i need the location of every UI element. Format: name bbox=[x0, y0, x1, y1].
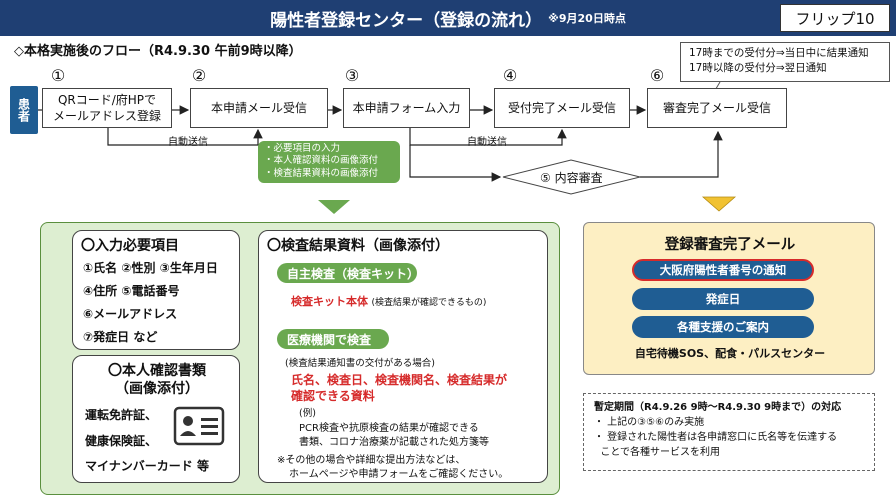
provisional-line-1: ・ 上記の③⑤⑥のみ実施 bbox=[594, 417, 705, 428]
other-line-2: ホームページや申請フォームをご確認ください。 bbox=[289, 469, 509, 480]
step-num-2: ② bbox=[191, 66, 207, 85]
provisional-note: 暫定期間（R4.9.26 9時～R4.9.30 9時まで）の対応 ・ 上記の③⑤… bbox=[583, 393, 875, 471]
review-label: ⑤ 内容審査 bbox=[540, 171, 603, 185]
self-test-note: (検査結果が確認できるもの) bbox=[371, 298, 487, 308]
step-num-1: ① bbox=[50, 66, 66, 85]
step-1-line-2: メールアドレス登録 bbox=[52, 109, 161, 123]
step-2-box: 本申請メール受信 bbox=[190, 88, 328, 128]
form-note-2: ・本人確認資料の画像添付 bbox=[264, 155, 379, 167]
auto-send-label-1: 自動送信 bbox=[168, 137, 208, 148]
example-label: (例) bbox=[299, 408, 316, 419]
provisional-line-2: ・ 登録された陽性者は各申請窓口に氏名等を伝達する bbox=[594, 432, 838, 443]
required-title: 〇入力必要項目 bbox=[81, 238, 179, 254]
patient-number-pill: 大阪府陽性者番号の通知 bbox=[632, 259, 814, 281]
completion-title: 登録審査完了メール bbox=[664, 237, 796, 253]
other-line-1: ※その他の場合や詳細な提出方法などは、 bbox=[277, 455, 466, 466]
step-num-6: ⑥ bbox=[649, 66, 665, 85]
identity-title-1: 〇本人確認書類 bbox=[108, 363, 206, 379]
title-bar: 陽性者登録センター（登録の流れ） ※9月20日時点 bbox=[0, 0, 896, 36]
clinic-test-label: 医療機関で検査 bbox=[277, 329, 389, 349]
step-3-box: 本申請フォーム入力 bbox=[343, 88, 470, 128]
required-item-1: ①氏名 ②性別 ③生年月日 bbox=[83, 261, 218, 275]
step-4-box: 受付完了メール受信 bbox=[494, 88, 630, 128]
completion-footer: 自宅待機SOS、配食・パルスセンター bbox=[634, 347, 826, 360]
id-card-icon bbox=[173, 406, 225, 446]
test-results-title: 〇検査結果資料（画像添付） bbox=[267, 238, 449, 254]
timing-line-1: 17時までの受付分⇒当日中に結果通知 bbox=[689, 47, 869, 59]
page-title: 陽性者登録センター（登録の流れ） bbox=[270, 10, 543, 31]
example-line-2: 書類、コロナ治療薬が記載された処方箋等 bbox=[299, 437, 489, 448]
self-test-label: 自主検査（検査キット） bbox=[277, 263, 419, 283]
clinic-red-2: 確認できる資料 bbox=[291, 389, 375, 403]
identity-item-3: マイナンバーカード 等 bbox=[85, 459, 209, 473]
flow-subtitle: ◇本格実施後のフロー（R4.9.30 午前9時以降） bbox=[14, 44, 302, 59]
required-item-3: ⑥メールアドレス bbox=[83, 307, 178, 321]
clinic-red-1: 氏名、検査日、検査機関名、検査結果が bbox=[291, 373, 508, 387]
form-note-3: ・検査結果資料の画像添付 bbox=[264, 167, 379, 179]
required-item-2: ④住所 ⑤電話番号 bbox=[83, 284, 180, 298]
identity-item-1: 運転免許証、 bbox=[85, 408, 158, 422]
step-6-box: 審査完了メール受信 bbox=[647, 88, 787, 128]
timing-line-2: 17時以降の受付分⇒翌日通知 bbox=[689, 61, 827, 74]
step-num-4: ④ bbox=[502, 66, 518, 85]
self-test-line: 検査キット本体 (検査結果が確認できるもの) bbox=[291, 293, 486, 309]
completion-panel: 登録審査完了メール 大阪府陽性者番号の通知 発症日 各種支援のご案内 自宅待機S… bbox=[583, 222, 875, 375]
patient-label: 患者 bbox=[10, 86, 38, 134]
clinic-note: (検査結果通知書の交付がある場合) bbox=[285, 358, 435, 369]
auto-send-label-2: 自動送信 bbox=[467, 137, 507, 148]
test-results-card: 〇検査結果資料（画像添付） 自主検査（検査キット） 検査キット本体 (検査結果が… bbox=[258, 230, 548, 483]
identity-item-2: 健康保険証、 bbox=[85, 434, 158, 448]
support-info-pill: 各種支援のご案内 bbox=[632, 316, 814, 338]
provisional-line-3: ことで各種サービスを利用 bbox=[594, 447, 721, 458]
timing-note: 17時までの受付分⇒当日中に結果通知 17時以降の受付分⇒翌日通知 bbox=[680, 42, 890, 82]
form-note-1: ・必要項目の入力 bbox=[264, 143, 341, 154]
example-line-1: PCR検査や抗原検査の結果が確認できる bbox=[299, 423, 479, 434]
step-1-line-1: QRコード/府HPで bbox=[57, 92, 157, 107]
step-1-box: QRコード/府HPで メールアドレス登録 bbox=[42, 88, 172, 128]
identity-title-2: （画像添付） bbox=[115, 381, 199, 397]
step-num-3: ③ bbox=[344, 66, 360, 85]
required-items-card: 〇入力必要項目 ①氏名 ②性別 ③生年月日 ④住所 ⑤電話番号 ⑥メールアドレス… bbox=[72, 230, 240, 350]
form-input-note: ・必要項目の入力 ・本人確認資料の画像添付 ・検査結果資料の画像添付 bbox=[258, 141, 400, 183]
identity-doc-card: 〇本人確認書類 （画像添付） 運転免許証、 健康保険証、 マイナンバーカード 等 bbox=[72, 355, 240, 483]
provisional-title: 暫定期間（R4.9.26 9時～R4.9.30 9時まで）の対応 bbox=[594, 402, 842, 413]
required-item-4: ⑦発症日 など bbox=[83, 330, 158, 344]
flip-label: フリップ10 bbox=[780, 4, 890, 32]
date-note: ※9月20日時点 bbox=[548, 12, 626, 25]
self-test-main: 検査キット本体 bbox=[291, 295, 368, 308]
onset-date-pill: 発症日 bbox=[632, 288, 814, 310]
